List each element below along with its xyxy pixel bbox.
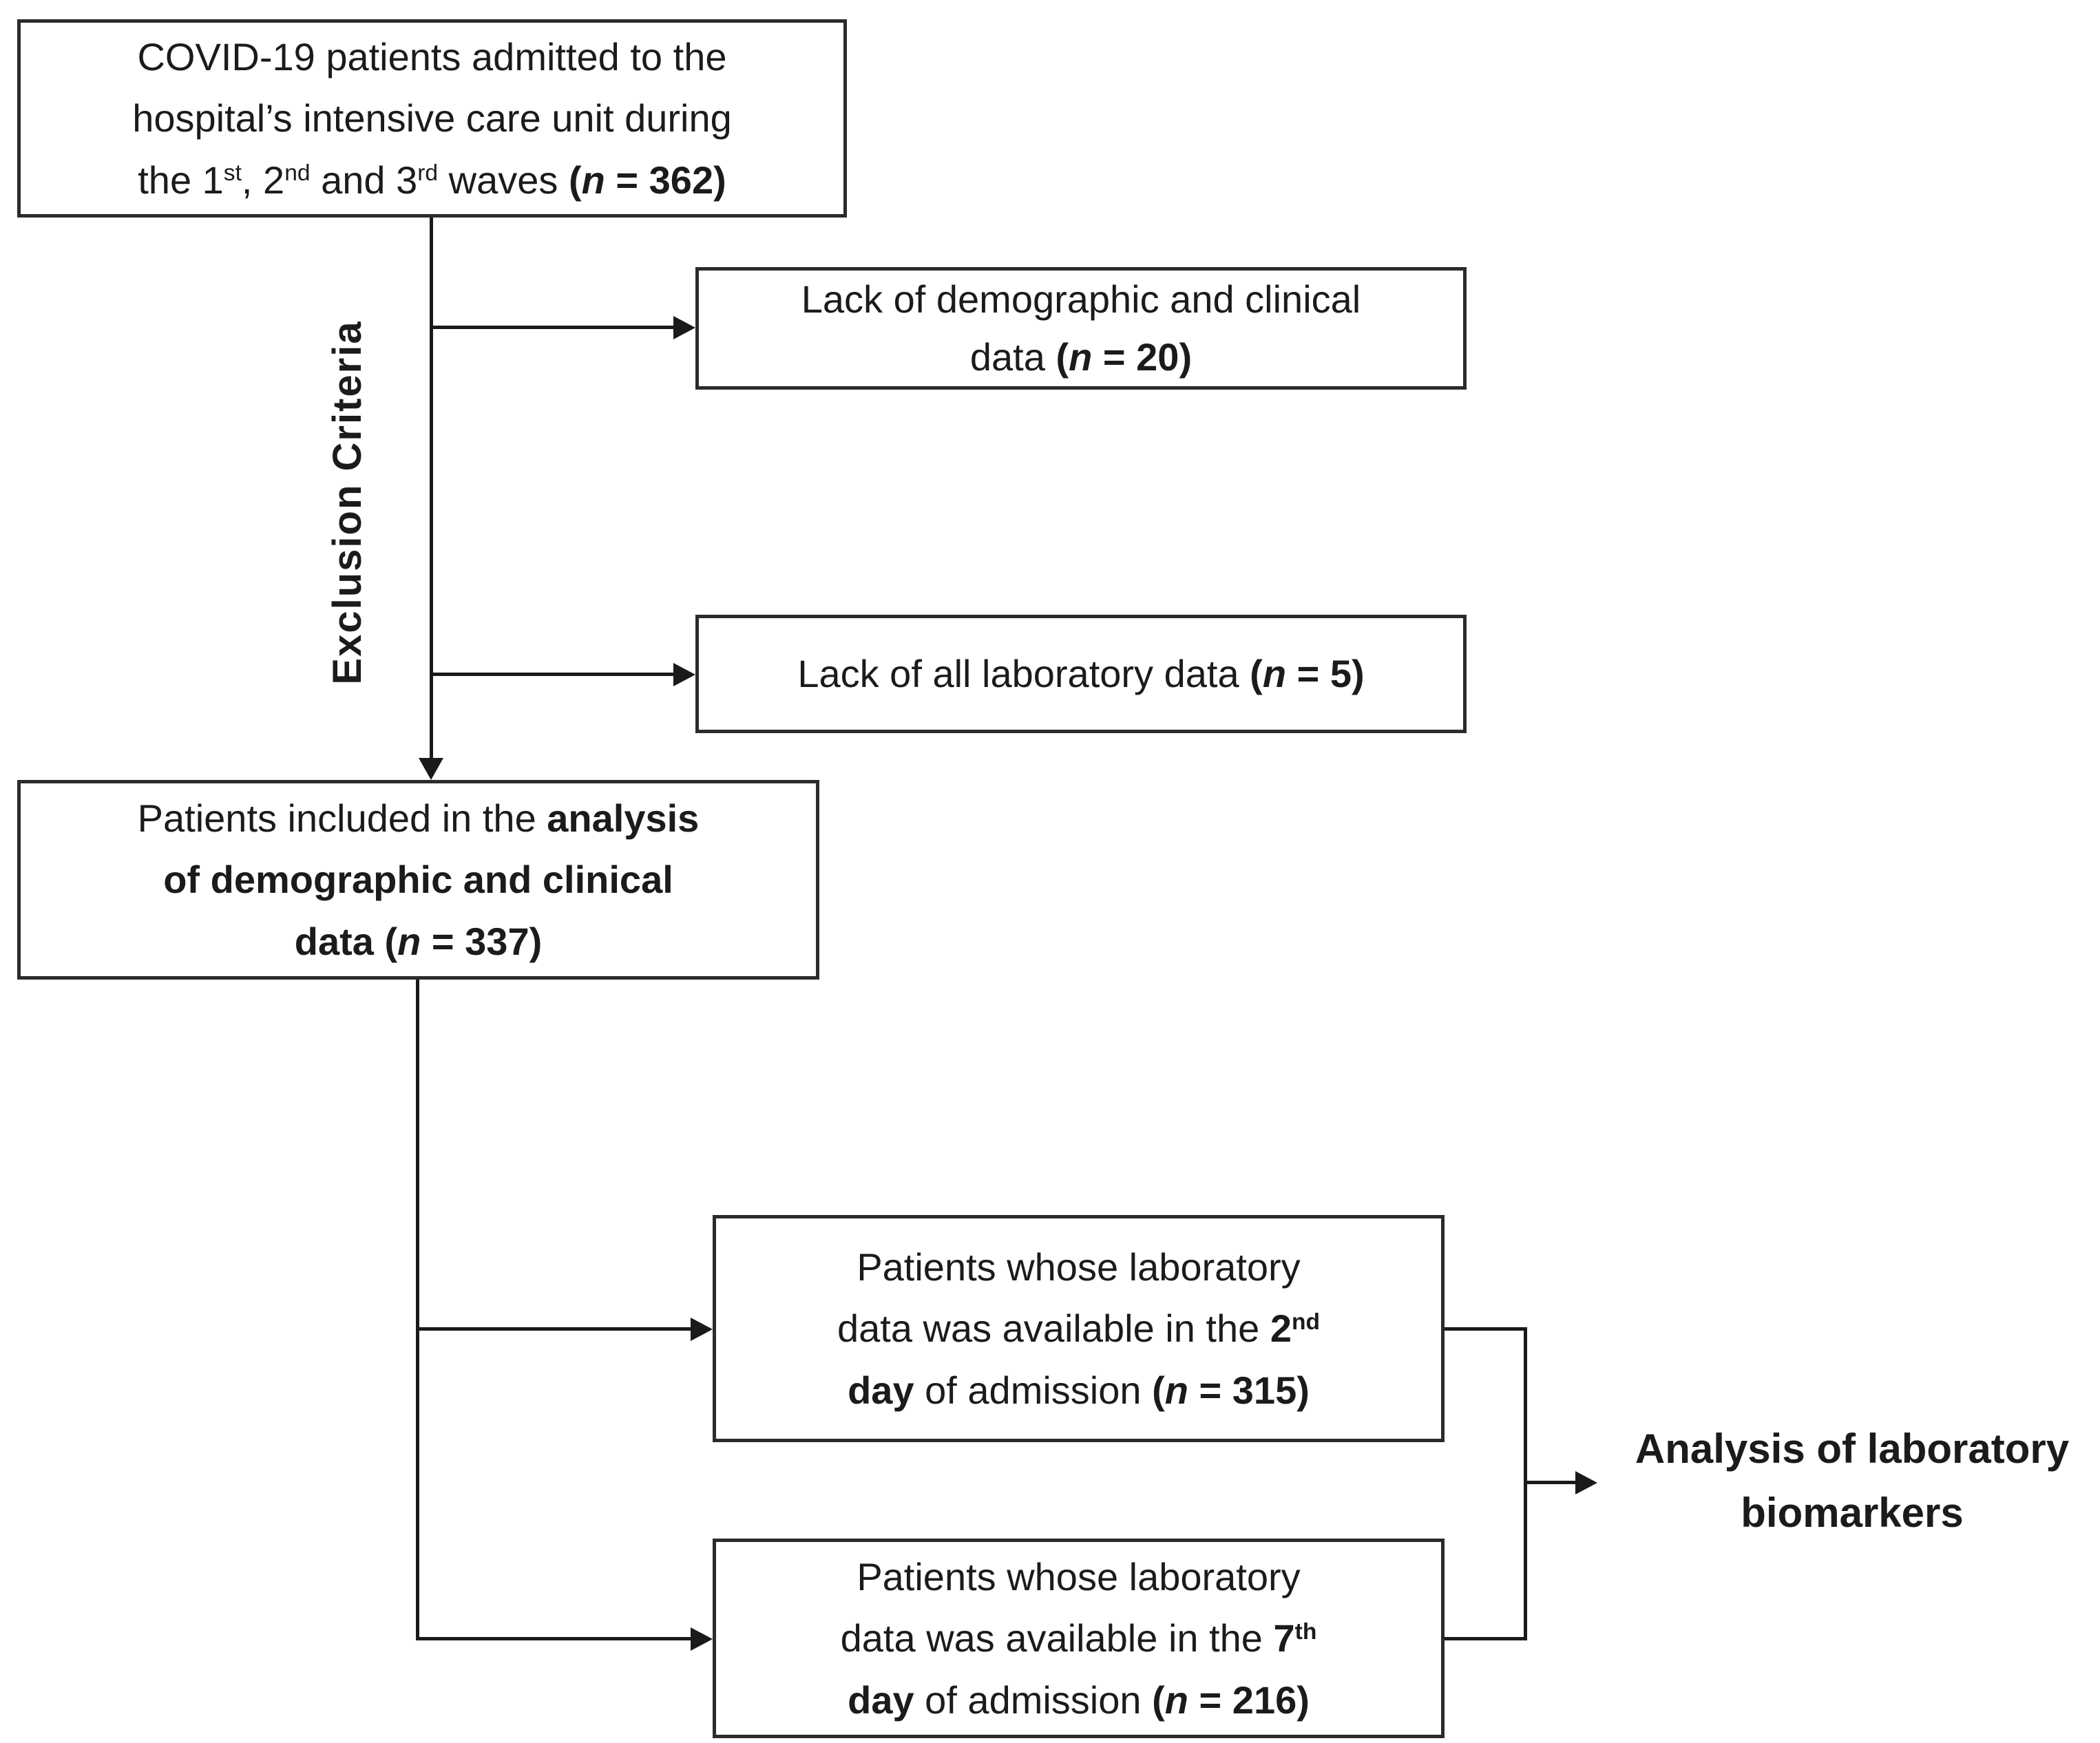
text-segment: data [969,335,1056,379]
text-segment: Lack of demographic and clinical [801,277,1361,321]
n-count-paren: ( [384,919,398,963]
box-admitted-line2: hospital’s intensive care unit during [132,87,732,149]
n-count-value: = 362) [605,158,726,202]
box-exclusion-laboratory: Lack of all laboratory data (n = 5) [695,615,1467,733]
box-day7-laboratory: Patients whose laboratory data was avail… [713,1539,1445,1738]
arrowhead-right-excl2 [673,663,695,686]
text-segment: of admission [914,1678,1153,1722]
text-segment-bold: day [848,1368,914,1412]
text-segment: data was available in the [837,1307,1270,1351]
ordinal-suffix: rd [417,160,439,187]
connector-branch-excl2 [431,673,673,676]
ordinal-suffix: st [223,160,242,187]
n-count-symbol: n [397,919,421,963]
box-included-text: Patients included in the analysis of dem… [138,788,700,973]
arrowhead-down-included [419,758,443,780]
connector-included-to-branches [416,980,419,1640]
day2-line2: data was available in the 2nd [837,1298,1320,1360]
text-segment: Lack of all laboratory data [797,652,1250,696]
text-segment: the 1 [138,158,224,202]
n-count-value: = 216) [1188,1678,1310,1722]
text-segment-bold: day [848,1678,914,1722]
connector-branch-excl1 [431,326,673,329]
box-day7-text: Patients whose laboratory data was avail… [841,1546,1317,1731]
text-segment: , 2 [241,158,285,202]
exclusion-criteria-label: Exclusion Criteria [325,320,370,685]
box-included-analysis: Patients included in the analysis of dem… [17,780,819,980]
text-segment: Patients whose laboratory [857,1245,1301,1289]
box-exclusion-demographic-text: Lack of demographic and clinical data (n… [801,271,1361,386]
excl1-line2: data (n = 20) [801,328,1361,386]
n-count-paren: ( [1152,1678,1165,1722]
included-line2: of demographic and clinical [138,849,700,911]
connector-branch-day7 [417,1637,691,1640]
connector-bracket-to-label [1527,1481,1575,1484]
arrowhead-right-excl1 [673,316,695,339]
n-count-paren: ( [1152,1368,1165,1412]
included-line3: data (n = 337) [138,911,700,973]
box-admitted-patients: COVID-19 patients admitted to the hospit… [17,19,847,218]
n-count-symbol: n [1262,652,1287,696]
bracket-day7-right [1445,1637,1527,1640]
day2-line3: day of admission (n = 315) [837,1360,1320,1422]
n-count-paren: ( [1056,335,1069,379]
analysis-label-line1: Analysis of laboratory [1635,1426,2070,1472]
ordinal-suffix: th [1294,1618,1317,1645]
analysis-label-line2: biomarkers [1741,1490,1964,1536]
box-exclusion-laboratory-text: Lack of all laboratory data (n = 5) [797,643,1364,705]
bracket-day2-right [1445,1327,1527,1331]
arrowhead-right-analysis [1575,1471,1597,1494]
excl1-line1: Lack of demographic and clinical [801,271,1361,328]
day2-line1: Patients whose laboratory [837,1236,1320,1298]
box-day2-laboratory: Patients whose laboratory data was avail… [713,1215,1445,1442]
day-number: 7 [1273,1616,1295,1660]
day7-line2: data was available in the 7th [841,1607,1317,1669]
n-count-value: = 20) [1092,335,1193,379]
day-number: 2 [1270,1307,1292,1351]
text-segment: Patients included in the [137,796,547,840]
day7-line3: day of admission (n = 216) [841,1669,1317,1731]
arrowhead-right-day7 [691,1627,713,1651]
arrowhead-right-day2 [691,1318,713,1341]
text-segment-bold: data [294,919,385,963]
box-admitted-text: COVID-19 patients admitted to the hospit… [132,26,732,211]
n-count-symbol: n [1164,1678,1188,1722]
text-segment-bold: analysis [547,796,700,840]
connector-top-to-included [430,218,433,759]
text-segment: COVID-19 patients admitted to the [137,34,727,78]
analysis-biomarkers-label: Analysis of laboratory biomarkers [1604,1417,2100,1545]
n-count-paren: ( [568,158,582,202]
text-segment-bold: of demographic and clinical [163,858,673,902]
box-exclusion-demographic: Lack of demographic and clinical data (n… [695,267,1467,390]
text-segment: and 3 [310,158,418,202]
text-segment: hospital’s intensive care unit during [132,96,732,140]
n-count-paren: ( [1250,652,1263,696]
n-count-symbol: n [1164,1368,1188,1412]
ordinal-suffix: nd [1291,1309,1321,1335]
box-day2-text: Patients whose laboratory data was avail… [837,1236,1320,1422]
text-segment: of admission [914,1368,1153,1412]
ordinal-suffix: nd [284,160,311,187]
n-count-value: = 5) [1286,652,1365,696]
n-count-value: = 337) [421,919,543,963]
connector-branch-day2 [417,1327,691,1331]
box-admitted-line3: the 1st, 2nd and 3rd waves (n = 362) [132,149,732,211]
box-admitted-line1: COVID-19 patients admitted to the [132,26,732,88]
bracket-vertical [1524,1327,1527,1640]
text-segment: Patients whose laboratory [857,1554,1301,1598]
n-count-symbol: n [581,158,605,202]
text-segment: data was available in the [840,1616,1274,1660]
included-line1: Patients included in the analysis [138,788,700,849]
n-count-symbol: n [1069,335,1093,379]
day7-line1: Patients whose laboratory [841,1546,1317,1608]
text-segment: waves [438,158,569,202]
n-count-value: = 315) [1188,1368,1310,1412]
